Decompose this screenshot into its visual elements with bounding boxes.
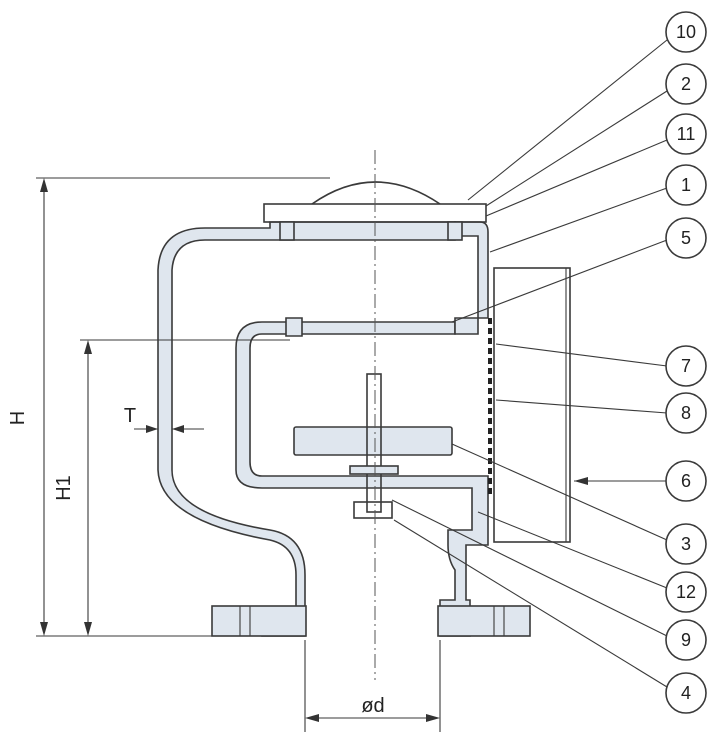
svg-text:2: 2 bbox=[681, 74, 691, 94]
callout-11: 11 bbox=[665, 113, 707, 155]
dim-t-label: T bbox=[124, 405, 136, 427]
dim-t-arrow-right bbox=[172, 425, 184, 433]
leader-8 bbox=[495, 399, 668, 414]
cover-left-clamp bbox=[279, 221, 295, 241]
callout-2: 2 bbox=[665, 63, 707, 105]
leader-7 bbox=[495, 343, 668, 367]
callout-5: 5 bbox=[665, 217, 707, 259]
leader-10 bbox=[467, 39, 668, 201]
svg-text:12: 12 bbox=[676, 582, 696, 602]
leader-4 bbox=[393, 519, 668, 688]
dim-h1-label: H1 bbox=[53, 475, 75, 501]
dim-t-arrow-left bbox=[146, 425, 158, 433]
leader-9 bbox=[391, 499, 668, 637]
right-flange bbox=[437, 605, 531, 637]
valve-stem bbox=[366, 373, 382, 513]
leader-3 bbox=[451, 443, 668, 541]
svg-text:5: 5 bbox=[681, 228, 691, 248]
callout-8: 8 bbox=[665, 392, 707, 434]
cover-right-clamp bbox=[447, 221, 463, 241]
svg-text:7: 7 bbox=[681, 356, 691, 376]
callout-7: 7 bbox=[665, 345, 707, 387]
leader-11 bbox=[485, 139, 668, 217]
inner-chamber-section bbox=[235, 321, 489, 637]
dim-d-label: ød bbox=[361, 695, 384, 717]
top-dome-cap bbox=[311, 181, 441, 205]
callout-1: 1 bbox=[665, 164, 707, 206]
svg-text:4: 4 bbox=[681, 683, 691, 703]
dim-d-arrow-right bbox=[426, 714, 440, 722]
callout-4: 4 bbox=[665, 672, 707, 714]
leader-6-arrow bbox=[574, 477, 588, 485]
leader-12 bbox=[477, 511, 668, 589]
svg-text:10: 10 bbox=[676, 22, 696, 42]
dim-h1-arrow-bottom bbox=[84, 622, 92, 636]
svg-text:9: 9 bbox=[681, 630, 691, 650]
dim-d-arrow-left bbox=[305, 714, 319, 722]
seat-left-notch bbox=[285, 317, 303, 337]
callout-9: 9 bbox=[665, 619, 707, 661]
callout-3: 3 bbox=[665, 523, 707, 565]
leader-1 bbox=[489, 187, 668, 253]
leader-2 bbox=[485, 90, 668, 207]
callout-10: 10 bbox=[665, 11, 707, 53]
dim-h-arrow-bottom bbox=[40, 622, 48, 636]
svg-text:3: 3 bbox=[681, 534, 691, 554]
stem-nut bbox=[353, 501, 393, 519]
callout-12: 12 bbox=[665, 571, 707, 613]
leader-5 bbox=[451, 239, 668, 323]
seat-right-section bbox=[454, 317, 479, 335]
svg-text:8: 8 bbox=[681, 403, 691, 423]
flame-arrester-housing bbox=[493, 267, 571, 543]
svg-text:11: 11 bbox=[677, 124, 696, 144]
dim-h-label: H bbox=[7, 411, 29, 425]
stem-washer bbox=[349, 465, 399, 475]
dim-h1-arrow-top bbox=[84, 340, 92, 354]
callout-6: 6 bbox=[665, 460, 707, 502]
left-flange bbox=[211, 605, 307, 637]
valve-disc bbox=[293, 426, 453, 456]
inner-seat-ring bbox=[289, 321, 456, 335]
svg-text:1: 1 bbox=[681, 175, 691, 195]
svg-text:6: 6 bbox=[681, 471, 691, 491]
dim-h-arrow-top bbox=[40, 178, 48, 192]
